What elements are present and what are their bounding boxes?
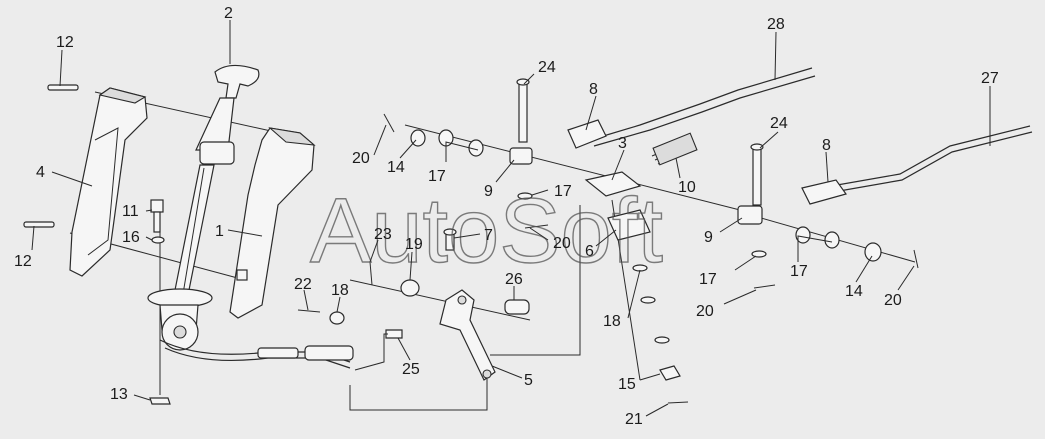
callout-3: 3 [618, 135, 627, 152]
callout-17-b: 17 [554, 183, 572, 200]
callout-20-c: 20 [696, 303, 714, 320]
leader-lines [31, 20, 991, 417]
callout-2: 2 [224, 5, 233, 22]
callout-8-b: 8 [822, 137, 831, 154]
callout-22: 22 [294, 276, 312, 293]
mechanism-center [509, 132, 763, 241]
callout-21: 21 [625, 411, 643, 428]
callout-17-a: 17 [428, 168, 446, 185]
callout-24-a: 24 [538, 59, 556, 76]
callout-9-b: 9 [704, 229, 713, 246]
callout-4: 4 [36, 164, 45, 181]
callout-12-top: 12 [56, 34, 74, 51]
fasteners-left [23, 84, 248, 405]
callout-24-b: 24 [770, 115, 788, 132]
callout-17-c: 17 [699, 271, 717, 288]
callout-1: 1 [215, 223, 224, 240]
watermark-text: AutoSoft [310, 180, 663, 282]
lever-part-2 [147, 64, 260, 351]
callout-10: 10 [678, 179, 696, 196]
callout-7: 7 [484, 227, 493, 244]
callout-labels: 12 2 4 1 11 16 12 13 20 14 17 24 8 9 17 … [14, 5, 999, 428]
pins [297, 113, 919, 404]
callout-23: 23 [374, 226, 392, 243]
callout-14-a: 14 [387, 159, 405, 176]
callout-19: 19 [405, 236, 423, 253]
cables [159, 67, 1033, 369]
callout-20-b: 20 [884, 292, 902, 309]
callout-8-a: 8 [589, 81, 598, 98]
callout-18-a: 18 [331, 282, 349, 299]
callout-17-d: 17 [790, 263, 808, 280]
callout-20-a: 20 [352, 150, 370, 167]
callout-25: 25 [402, 361, 420, 378]
callout-16: 16 [122, 229, 140, 246]
callout-20-d: 20 [553, 235, 571, 252]
callout-11: 11 [122, 203, 139, 220]
callout-18-b: 18 [603, 313, 621, 330]
callout-5: 5 [524, 372, 533, 389]
callout-26: 26 [505, 271, 523, 288]
cover-part-1 [229, 127, 316, 319]
callout-6: 6 [585, 243, 594, 260]
callout-28: 28 [767, 16, 785, 33]
callout-14-b: 14 [845, 283, 863, 300]
bracket-part-4 [69, 87, 148, 277]
callout-12-bottom: 12 [14, 253, 32, 270]
callout-13: 13 [110, 386, 128, 403]
callout-15: 15 [618, 376, 636, 393]
callout-27: 27 [981, 70, 999, 87]
callout-9-a: 9 [484, 183, 493, 200]
clevis-parts [516, 78, 847, 206]
washers-and-nuts [329, 129, 882, 381]
bell-crank-part-5 [439, 289, 496, 381]
